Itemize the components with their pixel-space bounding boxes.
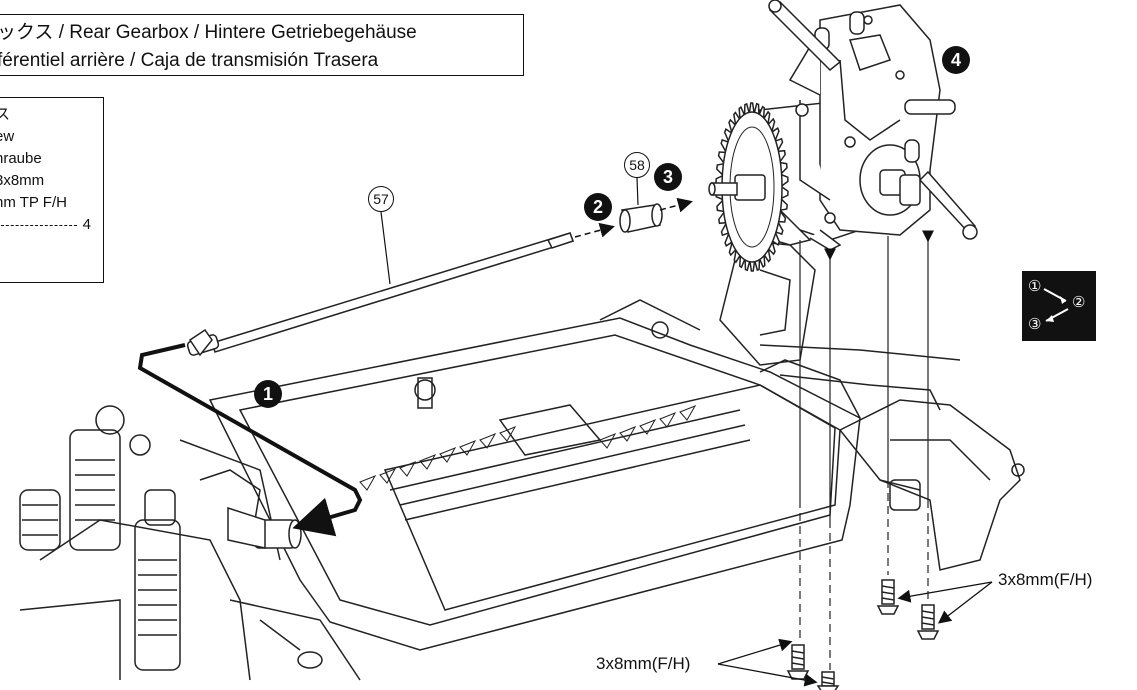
part-number-58: 58 — [624, 152, 650, 178]
screw-quantity: 4 — [82, 216, 91, 233]
rear-suspension — [719, 239, 1025, 571]
screw — [786, 644, 810, 680]
order-step-2: ② — [1072, 294, 1086, 311]
step-number-1: 1 — [254, 380, 282, 408]
screw — [816, 671, 840, 690]
front-suspension-and-shocks — [19, 405, 361, 681]
screw — [876, 579, 900, 615]
screw-callout-bottom: 3x8mm(F/H) — [596, 654, 691, 673]
screw-label-en: ew — [0, 128, 15, 145]
screw-info-box: ス ew hraube 3x8mm nm TP F/H 4 — [0, 97, 104, 283]
rear-dogbones — [768, 0, 978, 240]
order-step-3: ③ — [1028, 316, 1042, 333]
screw-label-jp: ス — [0, 104, 103, 126]
title-line-1: ックス / Rear Gearbox / Hintere Getriebegeh… — [0, 22, 417, 43]
order-arrows — [1043, 288, 1069, 322]
drive-collar — [619, 203, 663, 233]
order-step-1: ① — [1028, 278, 1042, 295]
screw-size: 3x8mm — [0, 172, 45, 189]
screw — [916, 604, 940, 640]
screw-quantity-line: 4 — [0, 214, 103, 236]
dashed-leader — [1, 224, 77, 226]
part-number-57: 57 — [368, 186, 394, 212]
center-driveshaft — [186, 232, 574, 357]
chassis-tub — [208, 299, 861, 651]
screws — [786, 579, 940, 690]
step-number-2: 2 — [584, 193, 612, 221]
step-number-3: 3 — [654, 163, 682, 191]
screw-guide-lines — [799, 230, 934, 670]
front-drive-cup — [227, 506, 302, 549]
screw-label-de: hraube — [0, 150, 42, 167]
screw-type: nm TP F/H — [0, 194, 67, 211]
assembly-arrows — [137, 197, 693, 537]
step-title-box: ックス / Rear Gearbox / Hintere Getriebegeh… — [0, 14, 524, 76]
step-number-4: 4 — [942, 46, 970, 74]
spur-gear — [708, 102, 789, 272]
screw-callout-right: 3x8mm(F/H) — [998, 570, 1093, 589]
part-leaders — [380, 177, 639, 285]
title-line-2: férentiel arrière / Caja de transmisión … — [0, 50, 379, 71]
assembly-order-badge: ① ② ③ — [1022, 271, 1096, 341]
callout-leaders — [717, 581, 993, 687]
chassis-lattice — [359, 405, 697, 491]
